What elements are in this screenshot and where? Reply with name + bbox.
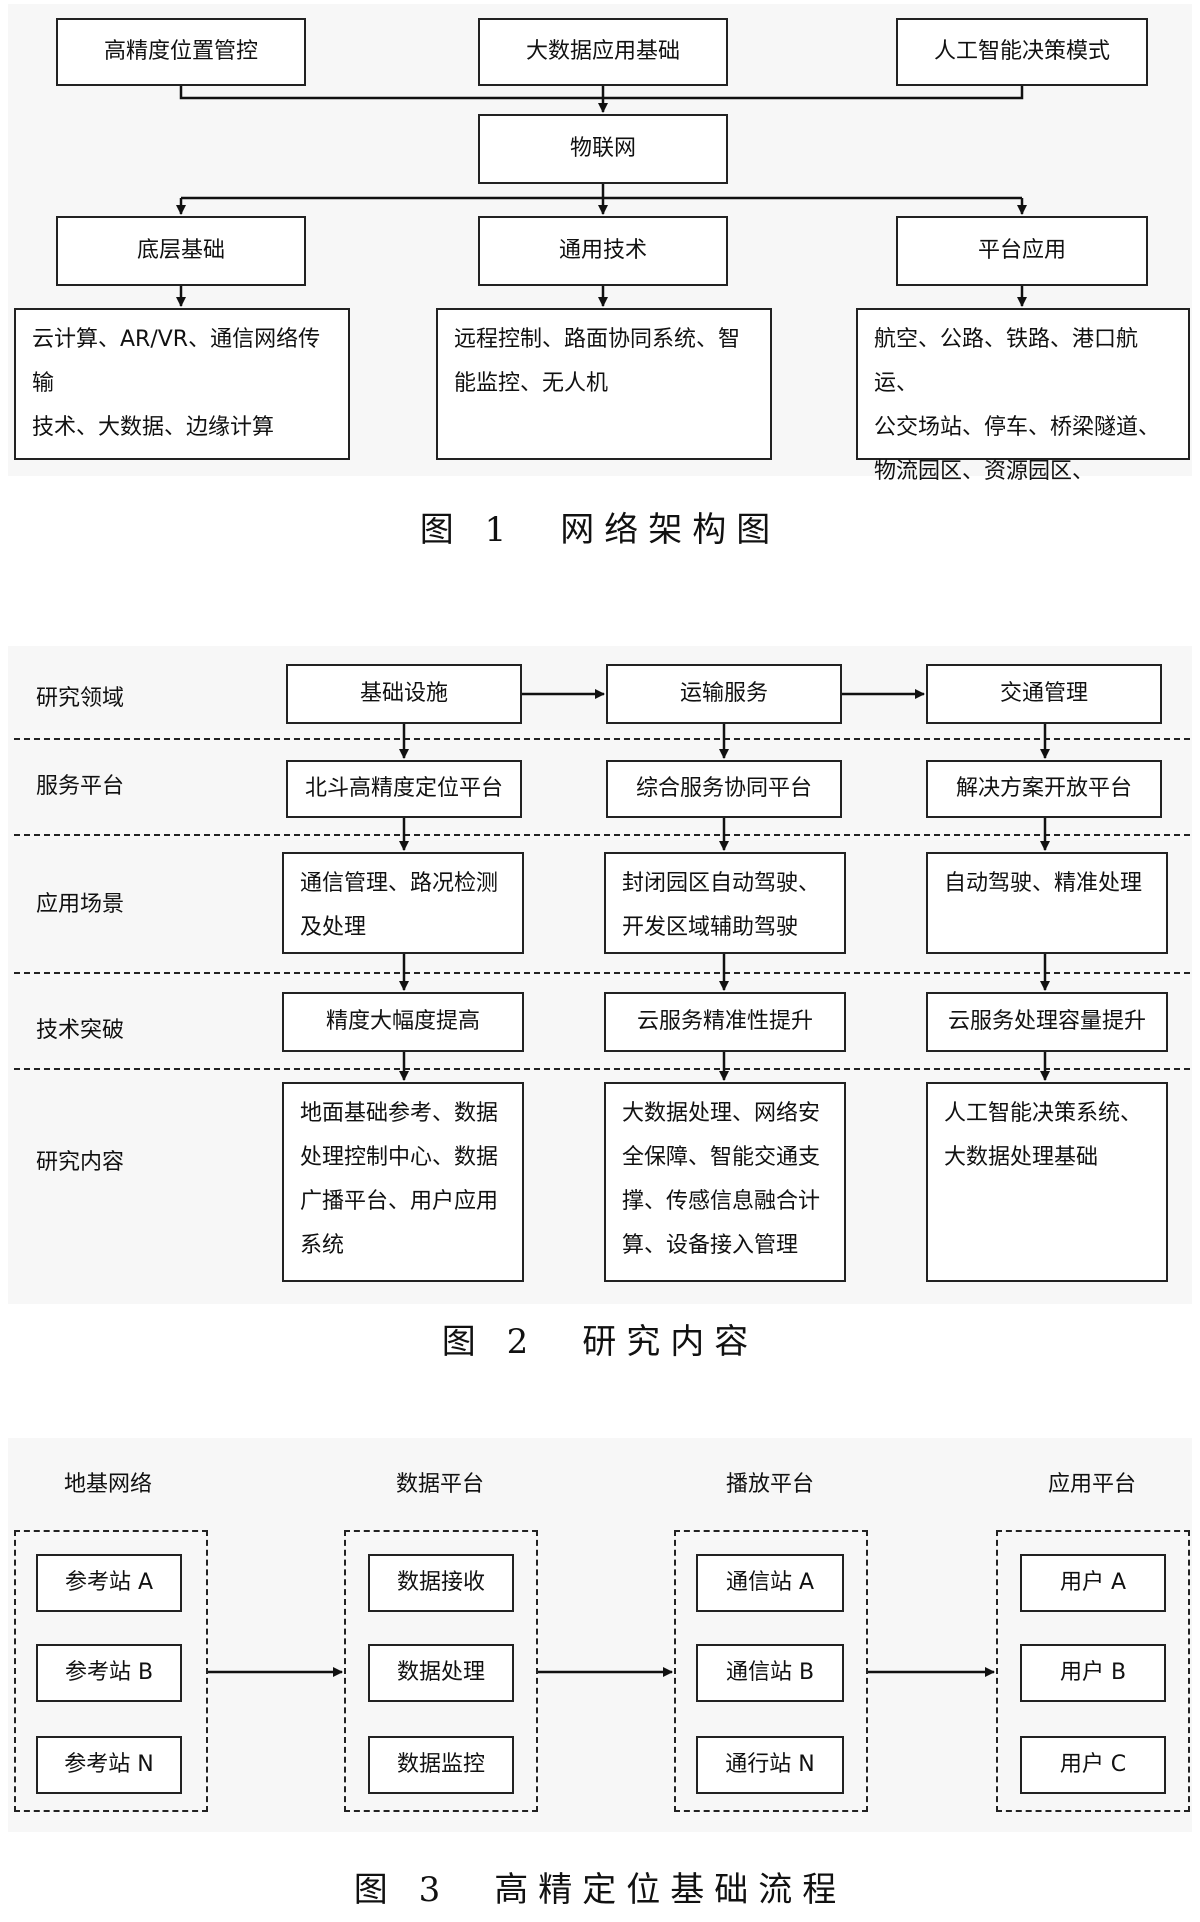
f3-group-box-1	[14, 1530, 208, 1812]
f3-item-1-3: 参考站 N	[36, 1736, 182, 1794]
f2-content-2: 大数据处理、网络安 全保障、智能交通支 撑、传感信息融合计 算、设备接入管理	[604, 1082, 846, 1282]
f1-category-2: 通用技术	[478, 216, 728, 286]
f2-caption: 图 2 研究内容	[441, 1322, 759, 1362]
f2-platform-2: 综合服务协同平台	[606, 760, 842, 818]
f2-breakthrough-3: 云服务处理容量提升	[926, 992, 1168, 1052]
f3-group-box-2	[344, 1530, 538, 1812]
f2-domain-3: 交通管理	[926, 664, 1162, 724]
f2-platform-3: 解决方案开放平台	[926, 760, 1162, 818]
f2-scenario-1-text: 通信管理、路况检测 及处理	[300, 871, 499, 940]
f1-top-box-3: 人工智能决策模式	[896, 18, 1148, 86]
f3-item-4-1: 用户 A	[1020, 1554, 1166, 1612]
f3-item-3-3: 通行站 N	[696, 1736, 844, 1794]
f1-detail-1-text: 云计算、AR/VR、通信网络传输 技术、大数据、边缘计算	[32, 327, 321, 440]
f2-domain-1: 基础设施	[286, 664, 522, 724]
f2-platform-1: 北斗高精度定位平台	[286, 760, 522, 818]
f2-row-label-scenario: 应用场景	[36, 892, 125, 917]
f2-scenario-2-text: 封闭园区自动驾驶、 开发区域辅助驾驶	[622, 871, 821, 940]
f1-caption: 图 1 网络架构图	[419, 510, 781, 550]
f3-item-4-2: 用户 B	[1020, 1644, 1166, 1702]
f3-group-label-2: 数据平台	[395, 1472, 484, 1497]
figure3-panel	[8, 1438, 1192, 1832]
f1-category-3: 平台应用	[896, 216, 1148, 286]
f1-connector-tops-bus	[179, 86, 1024, 100]
f2-breakthrough-1: 精度大幅度提高	[282, 992, 524, 1052]
f3-item-1-2: 参考站 B	[36, 1644, 182, 1702]
f3-item-2-3: 数据监控	[368, 1736, 514, 1794]
f2-scenario-3-text: 自动驾驶、精准处理	[944, 871, 1143, 896]
f1-top-box-1: 高精度位置管控	[56, 18, 306, 86]
f2-divider-2	[14, 834, 1190, 836]
f3-item-2-1: 数据接收	[368, 1554, 514, 1612]
f1-center-box: 物联网	[478, 114, 728, 184]
f2-content-2-text: 大数据处理、网络安 全保障、智能交通支 撑、传感信息融合计 算、设备接入管理	[622, 1101, 821, 1258]
f2-scenario-3: 自动驾驶、精准处理	[926, 852, 1168, 954]
f2-content-3-text: 人工智能决策系统、 大数据处理基础	[944, 1101, 1143, 1170]
f1-top-box-2: 大数据应用基础	[478, 18, 728, 86]
f3-group-label-1: 地基网络	[63, 1472, 152, 1497]
f3-item-2-2: 数据处理	[368, 1644, 514, 1702]
f2-breakthrough-2: 云服务精准性提升	[604, 992, 846, 1052]
f1-detail-2: 远程控制、路面协同系统、智 能监控、无人机	[436, 308, 772, 460]
f1-category-1: 底层基础	[56, 216, 306, 286]
f2-content-1: 地面基础参考、数据 处理控制中心、数据 广播平台、用户应用 系统	[282, 1082, 524, 1282]
f2-row-label-platform: 服务平台	[36, 774, 125, 799]
f2-scenario-1: 通信管理、路况检测 及处理	[282, 852, 524, 954]
f2-divider-3	[14, 972, 1190, 974]
f1-detail-3: 航空、公路、铁路、港口航运、 公交场站、停车、桥梁隧道、 物流园区、资源园区、	[856, 308, 1190, 484]
f3-item-3-2: 通信站 B	[696, 1644, 844, 1702]
f2-divider-1	[14, 738, 1190, 740]
f2-content-3: 人工智能决策系统、 大数据处理基础	[926, 1082, 1168, 1282]
f3-group-box-3	[674, 1530, 868, 1812]
f3-item-4-3: 用户 C	[1020, 1736, 1166, 1794]
f2-divider-4	[14, 1068, 1190, 1070]
f1-detail-1: 云计算、AR/VR、通信网络传输 技术、大数据、边缘计算	[14, 308, 350, 460]
f3-group-label-3: 播放平台	[725, 1472, 814, 1497]
f1-detail-2-text: 远程控制、路面协同系统、智 能监控、无人机	[454, 327, 741, 396]
f2-row-label-domain: 研究领域	[36, 686, 125, 711]
f2-row-label-content: 研究内容	[36, 1150, 125, 1175]
f2-domain-2: 运输服务	[606, 664, 842, 724]
f2-row-label-breakthrough: 技术突破	[36, 1018, 125, 1043]
f1-detail-3-text: 航空、公路、铁路、港口航运、 公交场站、停车、桥梁隧道、 物流园区、资源园区、	[874, 327, 1161, 484]
f3-item-1-1: 参考站 A	[36, 1554, 182, 1612]
f3-caption: 图 3 高精定位基础流程	[353, 1870, 847, 1910]
f3-item-3-1: 通信站 A	[696, 1554, 844, 1612]
f3-group-label-4: 应用平台	[1047, 1472, 1136, 1497]
f2-scenario-2: 封闭园区自动驾驶、 开发区域辅助驾驶	[604, 852, 846, 954]
f2-content-1-text: 地面基础参考、数据 处理控制中心、数据 广播平台、用户应用 系统	[300, 1101, 499, 1258]
f3-group-box-4	[996, 1530, 1190, 1812]
